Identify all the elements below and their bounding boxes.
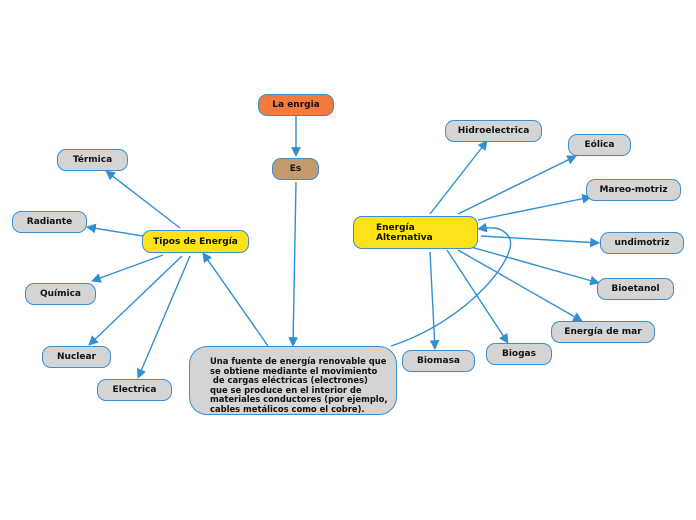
leaf-termica[interactable]: Térmica: [57, 149, 128, 171]
leaf-mareo-motriz[interactable]: Mareo-motriz: [586, 179, 681, 201]
leaf-quimica[interactable]: Química: [25, 283, 96, 305]
edge-alt-eolica: [457, 155, 577, 215]
edge-alt-biomasa: [429, 251, 440, 350]
edge-tipos-termica: [105, 170, 181, 229]
edge-tipos-electrica: [136, 255, 191, 379]
leaf-electrica[interactable]: Electrica: [97, 379, 172, 401]
leaf-biogas[interactable]: Biogas: [486, 343, 552, 365]
edge-alt-mareo: [477, 193, 592, 221]
edge-tipos-nuclear: [88, 255, 183, 346]
edge-alt-mar: [457, 249, 583, 322]
edge-alt-bioetanol: [470, 246, 600, 286]
leaf-hidroelectrica[interactable]: Hidroelectrica: [445, 120, 542, 142]
edge-tipos-quimica: [91, 254, 164, 283]
leaf-radiante[interactable]: Radiante: [12, 211, 87, 233]
edge-alt-undimotriz: [480, 235, 600, 248]
definition-node[interactable]: Una fuente de energía renovable que se o…: [189, 346, 397, 415]
leaf-undimotriz[interactable]: undimotriz: [600, 232, 684, 254]
edge-alt-biogas: [446, 249, 509, 344]
edge-definition-alternativa: [390, 222, 512, 347]
tipos-de-energia-node[interactable]: Tipos de Energía: [142, 230, 249, 253]
edge-alt-hidroelectrica: [429, 140, 488, 215]
edge-tipos-radiante: [86, 223, 144, 237]
root-node[interactable]: La enrgia: [258, 94, 334, 116]
energia-alternativa-node[interactable]: Energía Alternativa: [353, 216, 478, 249]
leaf-energia-de-mar[interactable]: Energía de mar: [551, 321, 655, 343]
edge-es-definition: [288, 181, 299, 347]
connector-node-es[interactable]: Es: [272, 158, 319, 180]
edge-definition-tipos: [202, 252, 269, 347]
leaf-nuclear[interactable]: Nuclear: [42, 346, 111, 368]
leaf-eolica[interactable]: Eólica: [568, 134, 631, 156]
leaf-bioetanol[interactable]: Bioetanol: [597, 278, 674, 300]
leaf-biomasa[interactable]: Biomasa: [402, 350, 475, 372]
